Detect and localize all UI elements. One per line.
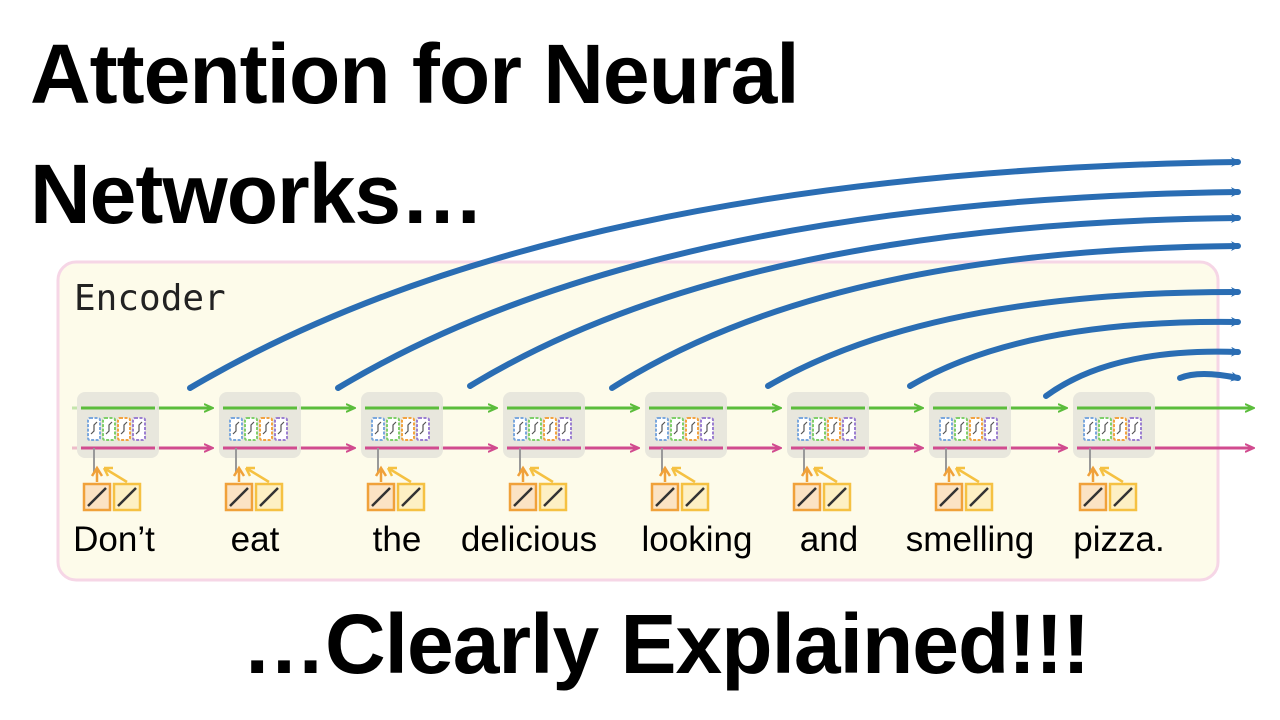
attention-arrow xyxy=(187,157,1241,391)
lstm-unit xyxy=(645,392,727,472)
input-word: the xyxy=(373,520,422,559)
embedding-unit xyxy=(792,465,852,512)
lstm-unit xyxy=(787,392,869,472)
embedding-unit xyxy=(1078,465,1138,512)
input-word: looking xyxy=(642,520,753,559)
embedding-unit xyxy=(224,465,284,512)
attention-arrow xyxy=(765,286,1241,389)
attention-arrow xyxy=(335,187,1241,391)
encoder-label: Encoder xyxy=(74,278,226,319)
title-line-3: …Clearly Explained!!! xyxy=(242,597,1090,691)
lstm-unit xyxy=(503,392,585,472)
input-word: and xyxy=(800,520,858,559)
attention-arrow xyxy=(467,213,1241,389)
embedding-unit xyxy=(934,465,994,512)
lstm-unit xyxy=(219,392,301,472)
attention-arrow xyxy=(1177,371,1241,382)
attention-arrow xyxy=(1043,346,1241,399)
embedding-unit xyxy=(650,465,710,512)
embedding-unit xyxy=(366,465,426,512)
attention-arrow xyxy=(609,241,1241,391)
input-words: Don’t eat the delicious looking and smelling pi… xyxy=(73,520,1165,559)
attention-arrows xyxy=(187,157,1241,399)
input-word: Don’t xyxy=(73,520,155,559)
title-line-2: Networks… xyxy=(30,147,484,241)
attention-arrow xyxy=(907,316,1241,389)
lstm-unit xyxy=(1073,392,1155,472)
input-word: delicious xyxy=(461,520,597,559)
input-word: eat xyxy=(231,520,280,559)
embedding-unit xyxy=(82,465,142,512)
input-word: pizza. xyxy=(1073,520,1164,559)
title-line-1: Attention for Neural xyxy=(30,27,800,121)
hidden-state-lines xyxy=(72,408,1252,448)
input-word: smelling xyxy=(906,520,1034,559)
embedding-unit xyxy=(508,465,568,512)
lstm-unit xyxy=(929,392,1011,472)
lstm-unit xyxy=(361,392,443,472)
lstm-unit xyxy=(77,392,159,472)
lstm-units xyxy=(77,392,1155,512)
